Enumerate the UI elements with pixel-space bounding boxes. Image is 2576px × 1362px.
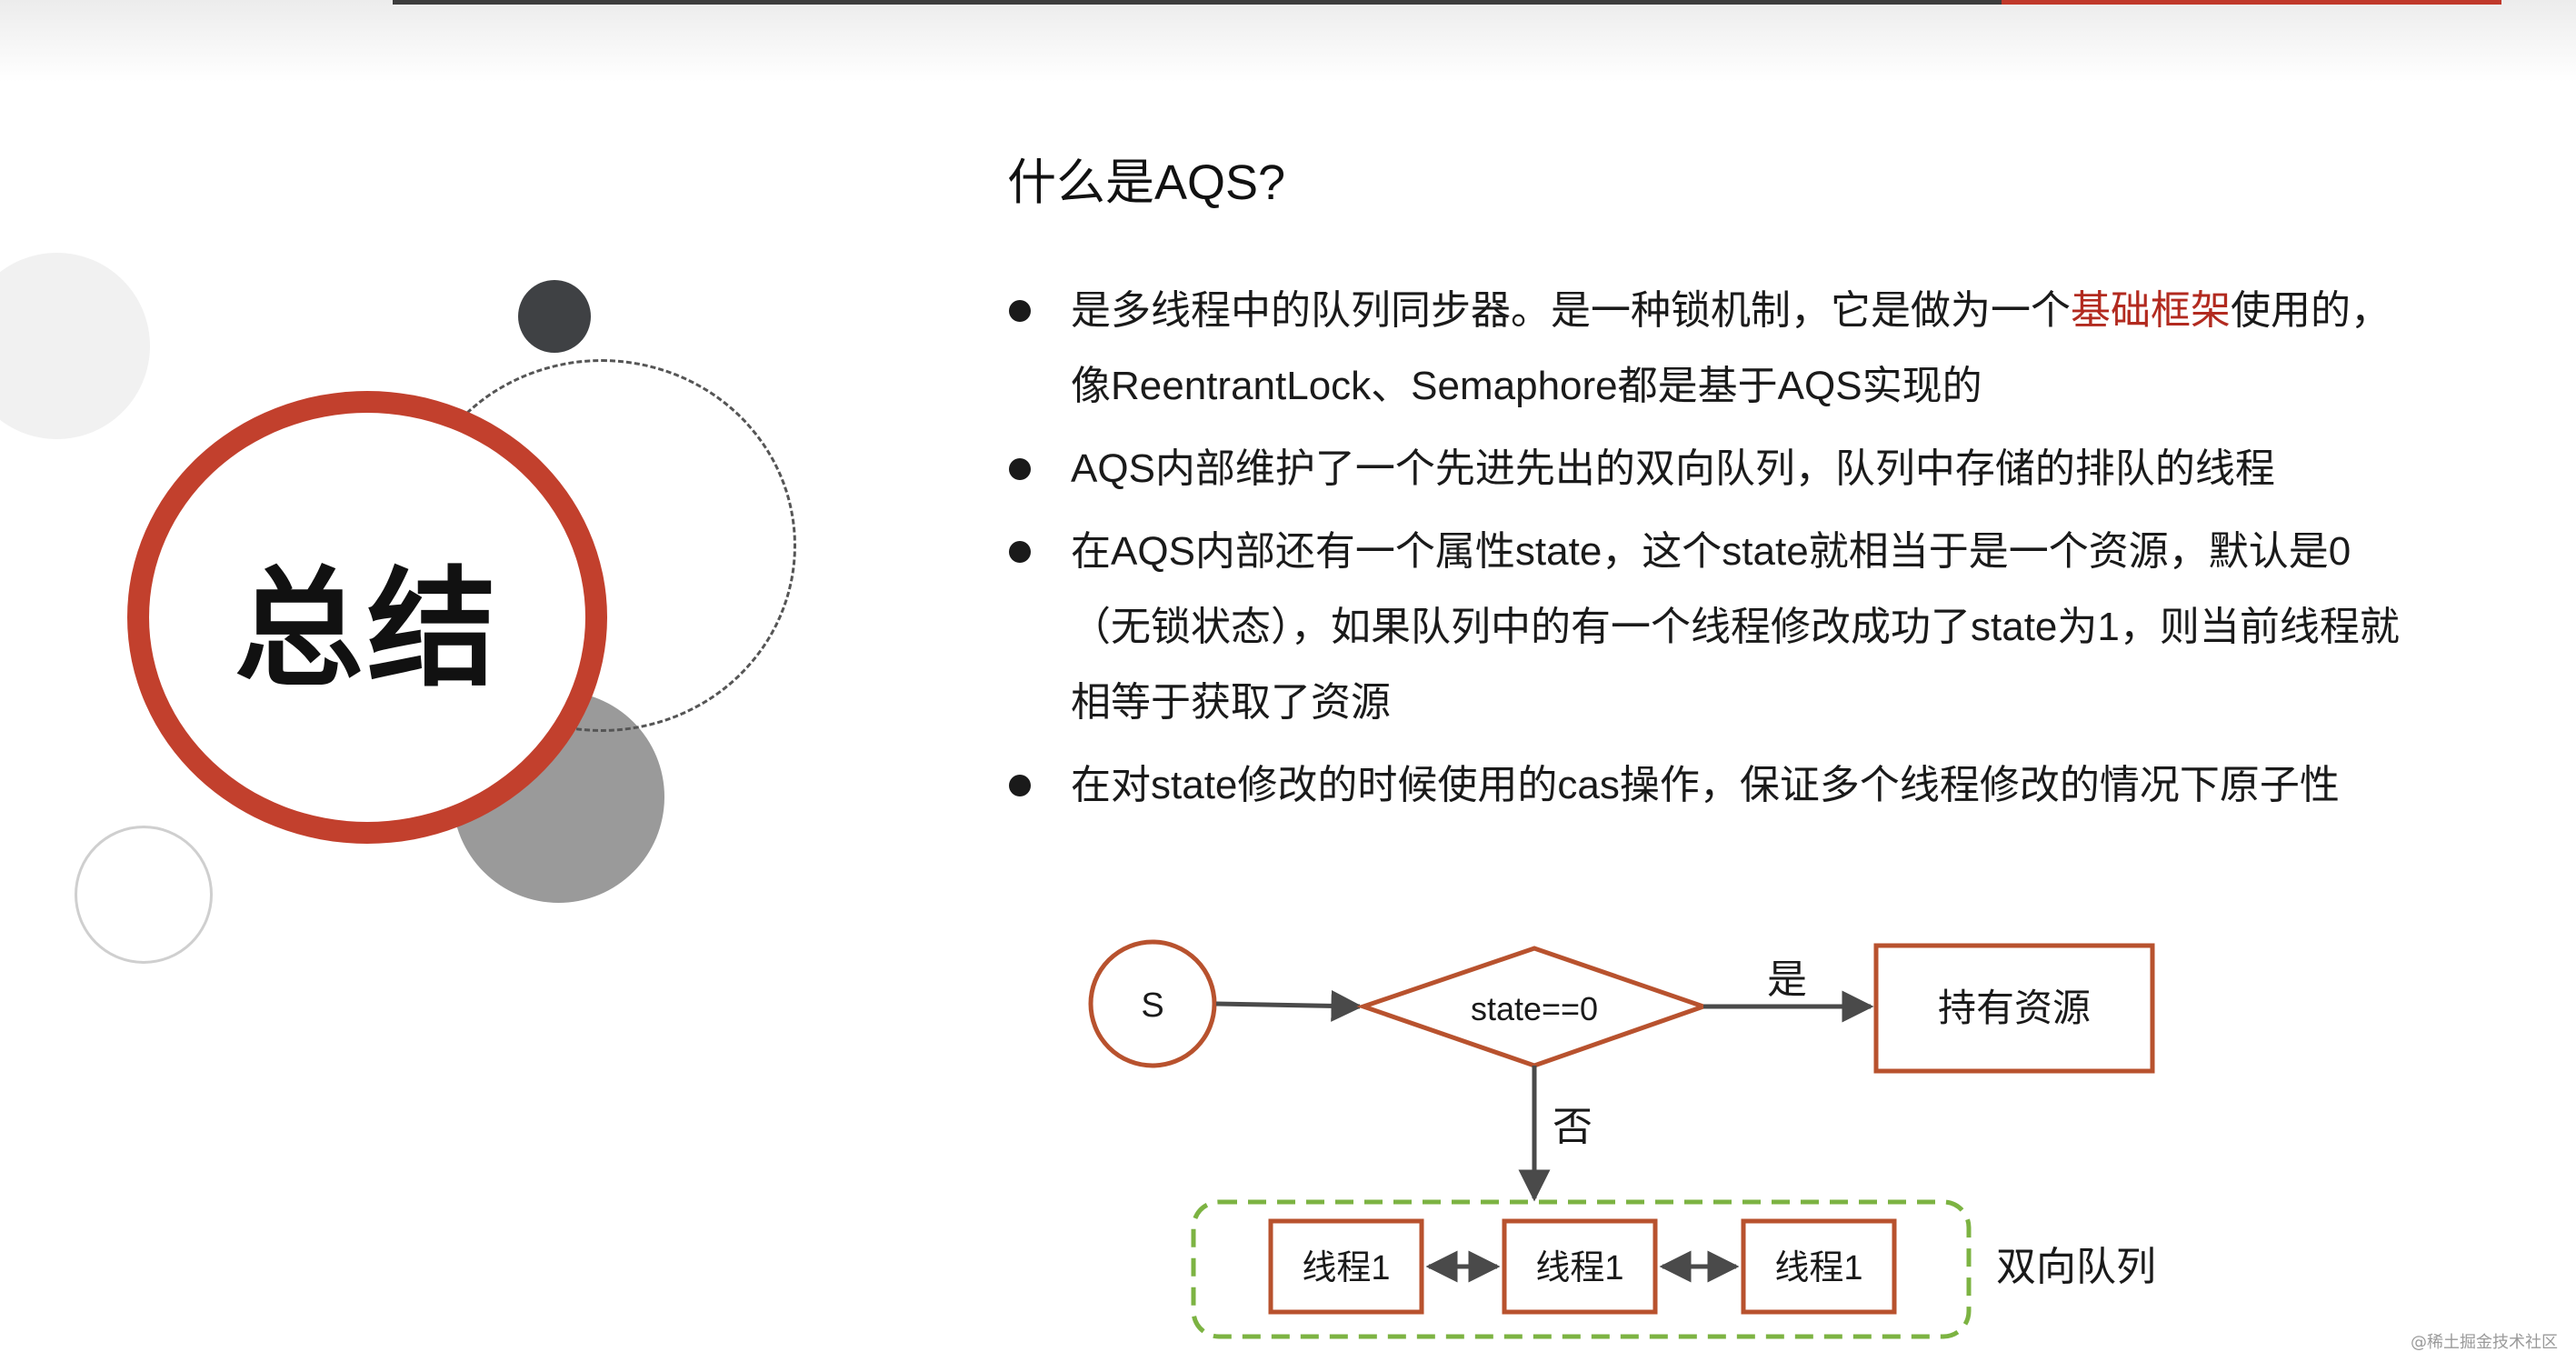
bullet-dot-icon (1009, 541, 1031, 563)
watermark: @稀土掘金技术社区 (2411, 1333, 2558, 1352)
bullet-list: 是多线程中的队列同步器。是一种锁机制，它是做为一个基础框架使用的，像Reentr… (1000, 273, 2418, 830)
summary-title: 总结 (235, 555, 500, 705)
resource-node: 持有资源 (1873, 943, 2155, 1074)
start-node: S (1088, 939, 1217, 1068)
bullet-item: AQS内部维护了一个先进先出的双向队列，队列中存储的排队的线程 (1000, 431, 2418, 506)
no-label: 否 (1553, 1105, 1593, 1149)
bullet-text-part: 是多线程中的队列同步器。是一种锁机制，它是做为一个 (1071, 288, 2071, 333)
bullet-text: 是多线程中的队列同步器。是一种锁机制，它是做为一个基础框架使用的，像Reentr… (1071, 273, 2418, 424)
bullet-dot-icon (1009, 775, 1031, 796)
bullet-dot-icon (1009, 458, 1031, 480)
queue-label: 双向队列 (1996, 1245, 2156, 1289)
queue-container (1191, 1199, 1972, 1339)
start-label: S (1141, 986, 1163, 1025)
queue-node-label: 线程1 (1535, 1249, 1623, 1287)
decision-node: state==0 (1356, 946, 1711, 1068)
yes-label: 是 (1767, 957, 1807, 1002)
resource-label: 持有资源 (1938, 986, 2091, 1029)
bullet-dot-icon (1009, 300, 1031, 322)
slide-heading: 什么是AQS? (1007, 155, 1286, 210)
decision-label: state==0 (1471, 990, 1598, 1027)
decor-circle-light (0, 253, 150, 439)
queue-node: 线程1 (1268, 1218, 1424, 1315)
queue-node-label: 线程1 (1302, 1249, 1390, 1287)
bullet-item: 是多线程中的队列同步器。是一种锁机制，它是做为一个基础框架使用的，像Reentr… (1000, 273, 2418, 424)
top-rule-dark (393, 0, 2002, 5)
bullet-text: 在对state修改的时候使用的cas操作，保证多个线程修改的情况下原子性 (1071, 763, 2340, 807)
bullet-item: 在AQS内部还有一个属性state，这个state就相当于是一个资源，默认是0（… (1000, 514, 2418, 740)
decor-circle-outline (75, 826, 213, 964)
bullet-text-part: 使用的，像ReentrantLock、Semaphore都是基于AQS实现的 (1071, 288, 2391, 408)
bullet-text: AQS内部维护了一个先进先出的双向队列，队列中存储的排队的线程 (1071, 446, 2275, 491)
top-fade-band (0, 0, 2576, 82)
decor-dot-dark (518, 280, 591, 353)
queue-node: 线程1 (1741, 1218, 1897, 1315)
edge-start-to-decision (1215, 989, 1363, 1022)
queue-node-label: 线程1 (1774, 1249, 1862, 1287)
queue-node: 线程1 (1502, 1218, 1658, 1315)
bullet-item: 在对state修改的时候使用的cas操作，保证多个线程修改的情况下原子性 (1000, 747, 2418, 823)
top-rule-red (2002, 0, 2501, 5)
bullet-highlight: 基础框架 (2071, 288, 2231, 333)
bullet-text: 在AQS内部还有一个属性state，这个state就相当于是一个资源，默认是0（… (1071, 529, 2400, 725)
